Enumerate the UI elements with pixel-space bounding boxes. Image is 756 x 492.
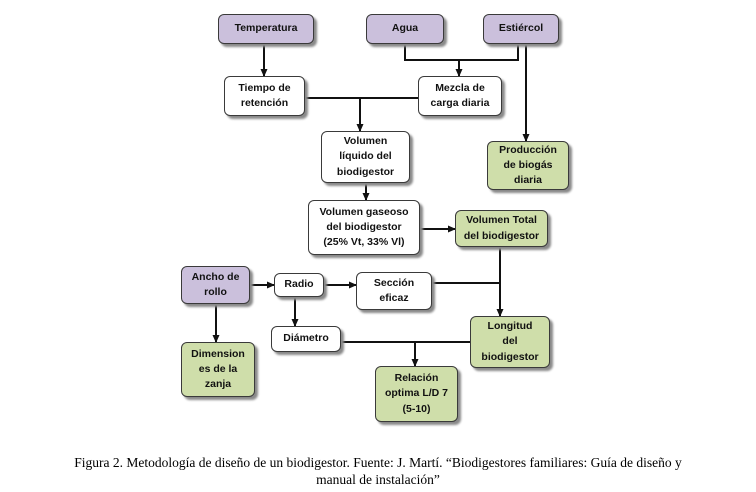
caption-line-2: manual de instalación” xyxy=(316,472,440,487)
caption-line-1: Figura 2. Metodología de diseño de un bi… xyxy=(74,455,682,470)
node-temperatura: Temperatura xyxy=(218,14,314,44)
edge-estiercol-mezcla xyxy=(459,44,519,61)
node-agua: Agua xyxy=(366,14,444,44)
node-diametro: Diámetro xyxy=(271,326,341,352)
figure-caption: Figura 2. Metodología de diseño de un bi… xyxy=(0,454,756,488)
node-estiercol: Estiércol xyxy=(483,14,559,44)
edge-agua-mezcla xyxy=(404,44,459,61)
node-radio: Radio xyxy=(274,273,324,297)
